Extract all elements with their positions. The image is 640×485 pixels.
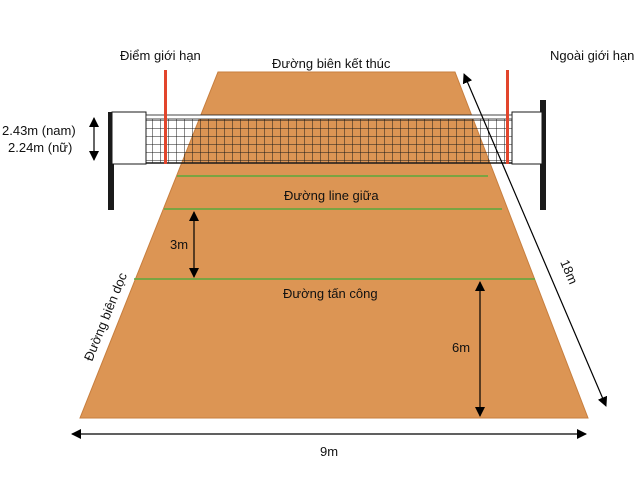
right-antenna — [506, 70, 509, 164]
label-net-height-men: 2.43m (nam) — [2, 123, 76, 138]
left-antenna — [164, 70, 167, 164]
label-attack-line: Đường tấn công — [283, 286, 378, 301]
label-net-height-women: 2.24m (nữ) — [8, 140, 72, 155]
label-6m: 6m — [452, 340, 470, 355]
label-end-line: Đường biên kết thúc — [272, 56, 391, 71]
label-limit-point: Điểm giới hạn — [120, 48, 201, 63]
label-out-of-bounds: Ngoài giới hạn — [550, 48, 634, 63]
net-left-band — [111, 111, 147, 165]
arrow-18m — [462, 73, 608, 407]
label-3m: 3m — [170, 237, 188, 252]
label-18m: 18m — [557, 257, 581, 286]
net-mesh — [145, 116, 513, 164]
label-9m: 9m — [320, 444, 338, 459]
net-right-band — [511, 111, 543, 165]
label-center-line: Đường line giữa — [284, 188, 379, 203]
left-post — [108, 112, 114, 210]
net-top-band — [145, 114, 513, 120]
